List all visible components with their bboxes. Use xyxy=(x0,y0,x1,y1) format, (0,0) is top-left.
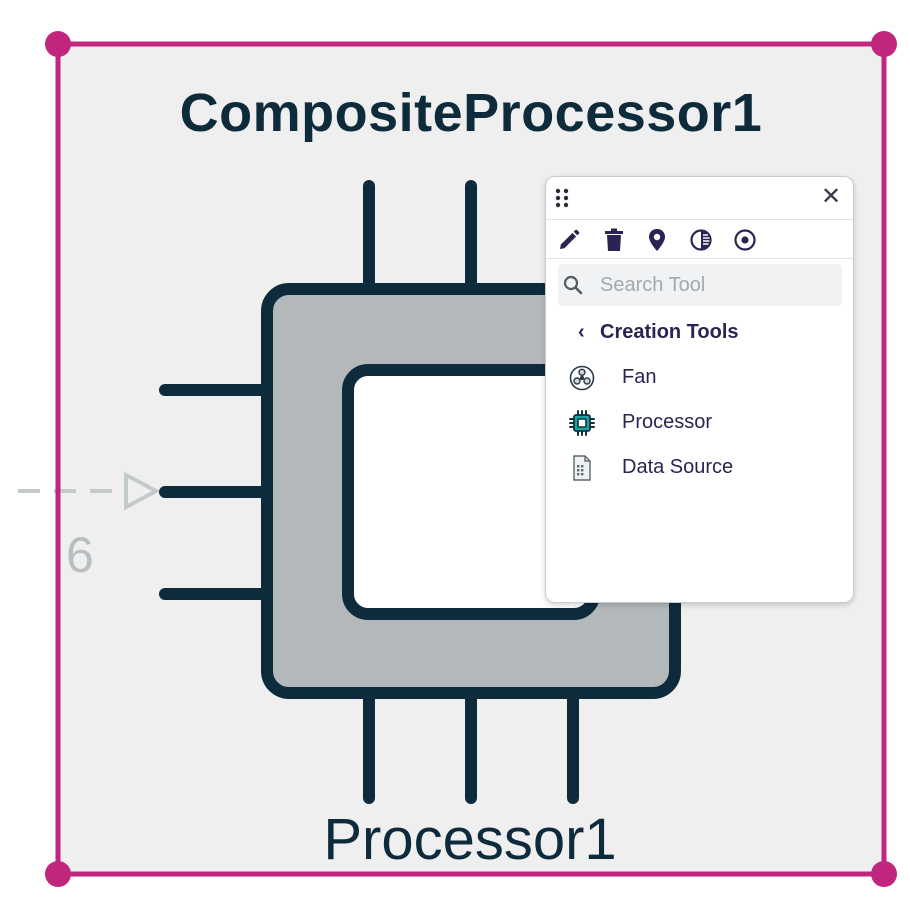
resize-handle-top-left[interactable] xyxy=(45,31,71,57)
search-box xyxy=(558,264,842,306)
port-number-label: 6 xyxy=(66,527,94,583)
tool-panel-toolbar xyxy=(546,220,853,259)
tool-item-fan[interactable]: Fan xyxy=(564,360,844,396)
resize-handle-bottom-right[interactable] xyxy=(871,861,897,887)
trash-icon xyxy=(605,228,623,251)
input-port-arrow-icon[interactable] xyxy=(124,471,161,511)
creation-tools-back-button[interactable]: ‹ Creation Tools xyxy=(578,321,739,349)
tool-item-label: Processor xyxy=(622,411,713,433)
tool-item-label: Fan xyxy=(622,366,657,388)
tool-panel-header[interactable]: ✕ xyxy=(546,177,853,220)
selection-border xyxy=(55,41,887,877)
fan-icon xyxy=(569,365,595,391)
chevron-left-icon: ‹ xyxy=(578,321,585,343)
resize-handle-top-right[interactable] xyxy=(871,31,897,57)
delete-button[interactable] xyxy=(601,227,627,253)
drag-handle-icon[interactable] xyxy=(555,188,569,208)
edit-button[interactable] xyxy=(556,227,582,253)
target-button[interactable] xyxy=(732,227,758,253)
close-button[interactable]: ✕ xyxy=(820,183,842,210)
contrast-icon xyxy=(690,229,712,251)
locate-button[interactable] xyxy=(644,227,670,253)
map-pin-icon xyxy=(649,229,665,251)
pencil-icon xyxy=(560,229,580,249)
processor-icon xyxy=(569,410,595,436)
processor-node-label: Processor1 xyxy=(323,807,617,872)
data-source-icon xyxy=(573,455,591,481)
section-title: Creation Tools xyxy=(600,321,739,343)
tool-item-label: Data Source xyxy=(622,456,734,478)
tool-panel: ✕ xyxy=(545,176,854,603)
tool-item-data-source[interactable]: Data Source xyxy=(564,450,844,486)
contrast-button[interactable] xyxy=(688,227,714,253)
tool-item-processor[interactable]: Processor xyxy=(564,405,844,441)
composite-node-title: CompositeProcessor1 xyxy=(179,83,763,143)
search-input[interactable] xyxy=(598,268,838,302)
target-icon xyxy=(734,229,756,251)
resize-handle-bottom-left[interactable] xyxy=(45,861,71,887)
search-icon xyxy=(563,275,583,295)
